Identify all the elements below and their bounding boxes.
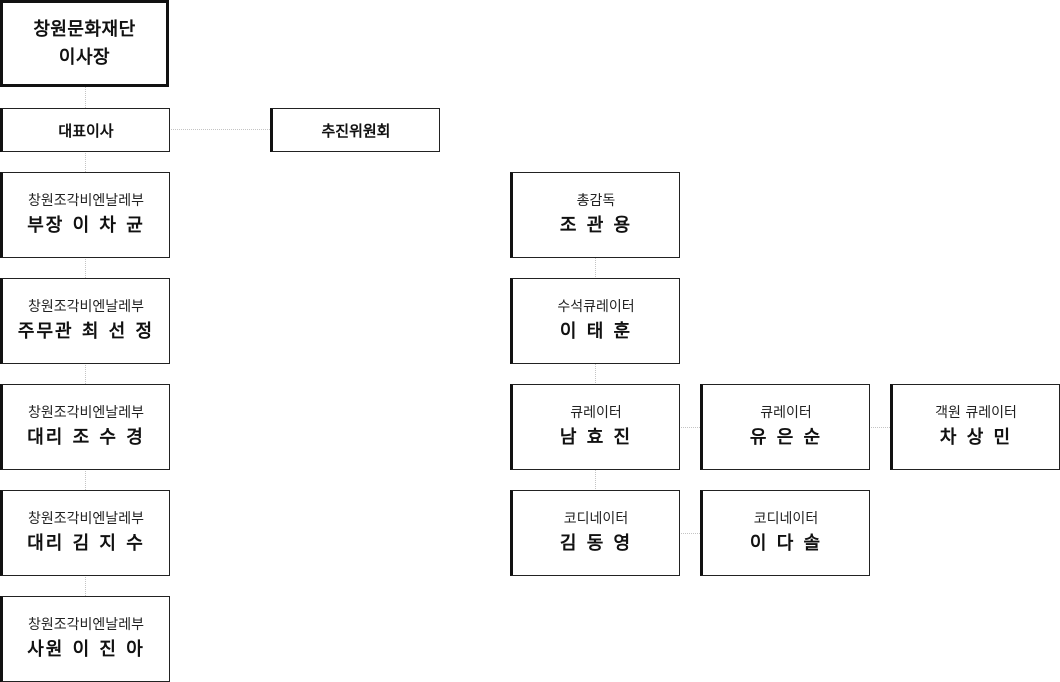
staff-box: 창원조각비엔날레부 대리 김 지 수: [0, 490, 170, 576]
staff-role: 창원조각비엔날레부: [28, 511, 144, 527]
committee-label: 추진위원회: [321, 121, 391, 140]
staff-role: 창원조각비엔날레부: [28, 299, 144, 315]
staff-box: 창원조각비엔날레부 주무관 최 선 정: [0, 278, 170, 364]
staff-box: 창원조각비엔날레부 대리 조 수 경: [0, 384, 170, 470]
chairman-box: 창원문화재단 이사장: [0, 0, 169, 87]
ceo-label: 대표이사: [58, 121, 114, 140]
staff-name: 사원 이 진 아: [27, 639, 145, 660]
committee-box: 추진위원회: [270, 108, 440, 152]
curator-name: 유 은 순: [749, 427, 823, 448]
staff-name: 대리 조 수 경: [27, 427, 145, 448]
chief-curator-role: 수석큐레이터: [557, 299, 635, 315]
chief-curator-box: 수석큐레이터 이 태 훈: [510, 278, 680, 364]
coordinator-name: 이 다 솔: [749, 533, 823, 554]
coordinator-role: 코디네이터: [563, 511, 629, 527]
staff-role: 창원조각비엔날레부: [28, 617, 144, 633]
curator-role: 큐레이터: [760, 405, 812, 421]
connector-ceo-committee: [169, 129, 270, 130]
curator-role: 객원 큐레이터: [935, 405, 1017, 421]
ceo-box: 대표이사: [0, 108, 170, 152]
director-name: 조 관 용: [559, 215, 633, 236]
curator-role: 큐레이터: [570, 405, 622, 421]
coordinator-name: 김 동 영: [559, 533, 633, 554]
chairman-title: 이사장: [58, 46, 111, 68]
staff-name: 부장 이 차 균: [27, 215, 145, 236]
curator-name: 남 효 진: [559, 427, 633, 448]
director-role: 총감독: [576, 193, 616, 209]
coordinator-role: 코디네이터: [753, 511, 819, 527]
coordinator-box: 코디네이터 김 동 영: [510, 490, 680, 576]
staff-box: 창원조각비엔날레부 사원 이 진 아: [0, 596, 170, 682]
curator-box: 큐레이터 남 효 진: [510, 384, 680, 470]
staff-box: 창원조각비엔날레부 부장 이 차 균: [0, 172, 170, 258]
coordinator-box: 코디네이터 이 다 솔: [700, 490, 870, 576]
staff-name: 대리 김 지 수: [27, 533, 145, 554]
staff-role: 창원조각비엔날레부: [28, 193, 144, 209]
curator-name: 차 상 민: [939, 427, 1013, 448]
director-box: 총감독 조 관 용: [510, 172, 680, 258]
connector-coordinator-row: [679, 533, 700, 534]
staff-name: 주무관 최 선 정: [17, 321, 155, 342]
curator-box: 큐레이터 유 은 순: [700, 384, 870, 470]
chief-curator-name: 이 태 훈: [559, 321, 633, 342]
foundation-name: 창원문화재단: [33, 18, 136, 40]
staff-role: 창원조각비엔날레부: [28, 405, 144, 421]
guest-curator-box: 객원 큐레이터 차 상 민: [890, 384, 1060, 470]
